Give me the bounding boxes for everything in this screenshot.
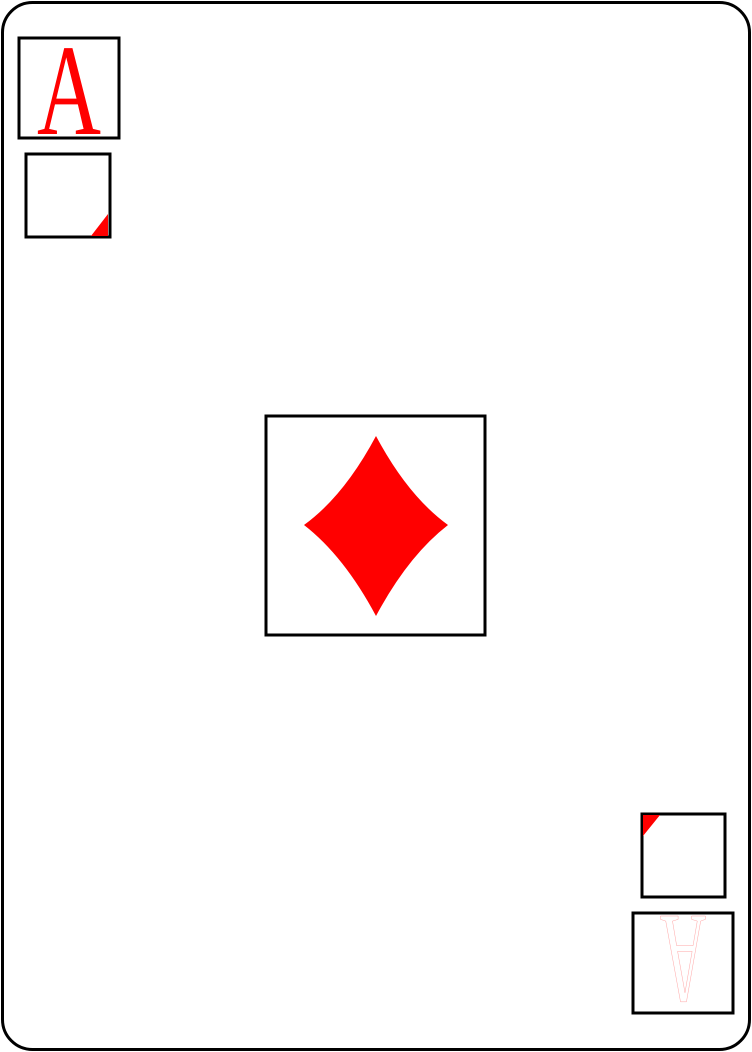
rank-box-top-left bbox=[17, 36, 121, 140]
suit-box-bottom-right bbox=[640, 812, 727, 899]
diamond-icon bbox=[643, 815, 660, 836]
rank-label-top-left: A bbox=[37, 19, 101, 163]
rank-label-bottom-right: A bbox=[660, 887, 706, 1031]
rank-box-bottom-right bbox=[631, 911, 735, 1015]
diamond-icon bbox=[304, 436, 448, 616]
center-pip bbox=[264, 414, 487, 637]
top-left-suit-index bbox=[24, 152, 112, 239]
top-left-corner-index: A bbox=[17, 19, 121, 163]
bottom-right-suit-index bbox=[640, 812, 727, 899]
bottom-right-corner-index: A bbox=[631, 887, 735, 1031]
diamond-icon bbox=[91, 214, 108, 236]
suit-box-top-left bbox=[24, 152, 112, 239]
